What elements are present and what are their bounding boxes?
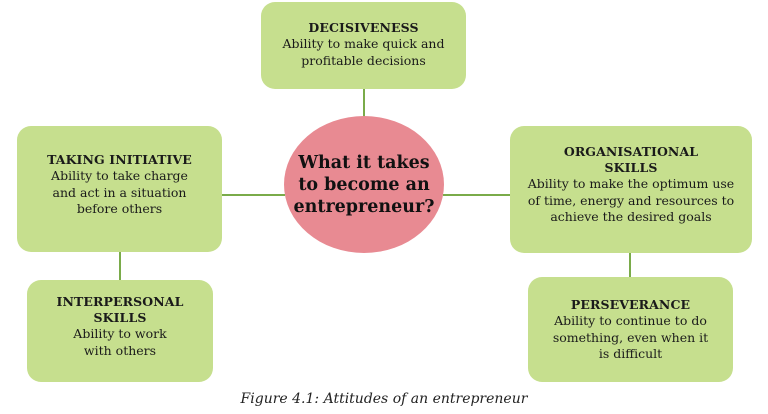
central-question-label: What it takes to become an entrepreneur? (293, 152, 435, 217)
node-decisiveness: DECISIVENESS Ability to make quick and p… (261, 2, 466, 89)
node-title: TAKING INITIATIVE (47, 152, 192, 167)
connector-center-decisiveness (363, 89, 365, 117)
node-title: ORGANISATIONAL SKILLS (563, 144, 699, 175)
node-taking-initiative: TAKING INITIATIVE Ability to take charge… (17, 126, 222, 252)
node-title: INTERPERSONAL SKILLS (56, 294, 184, 325)
node-interpersonal-skills: INTERPERSONAL SKILLS Ability to work wit… (27, 280, 213, 382)
node-description: Ability to work with others (73, 326, 167, 358)
connector-center-taking-initiative (222, 194, 285, 196)
node-description: Ability to continue to do something, eve… (552, 313, 709, 361)
node-perseverance: PERSEVERANCE Ability to continue to do s… (528, 277, 733, 382)
figure-caption: Figure 4.1: Attitudes of an entrepreneur (240, 391, 528, 407)
node-title: PERSEVERANCE (570, 297, 691, 312)
node-description: Ability to make quick and profitable dec… (282, 36, 445, 68)
connector-initiative-interpersonal (119, 252, 121, 280)
central-question-node: What it takes to become an entrepreneur? (284, 116, 444, 253)
node-description: Ability to take charge and act in a situ… (51, 168, 188, 216)
node-title: DECISIVENESS (308, 20, 419, 35)
connector-center-organisational (443, 194, 510, 196)
node-organisational-skills: ORGANISATIONAL SKILLS Ability to make th… (510, 126, 752, 253)
node-description: Ability to make the optimum use of time,… (527, 176, 735, 224)
connector-organisational-perseverance (629, 253, 631, 278)
